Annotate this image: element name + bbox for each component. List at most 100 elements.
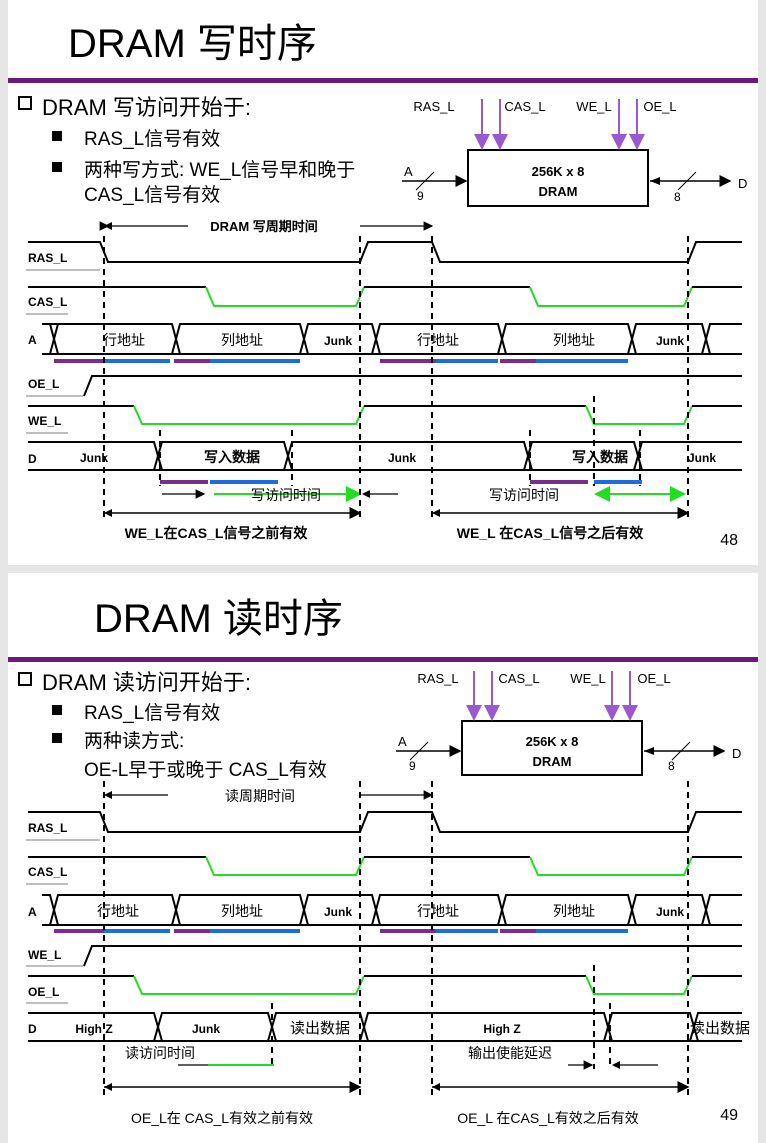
output-enable-delay-label: 输出使能延迟 [468,1045,552,1061]
dram-chip: 256K x 8 DRAM RAS_L CAS_L WE_L OE_L A 9 … [396,671,741,776]
cycle-label: 读周期时间 [225,788,295,804]
data-out-label: 读出数据 [690,1020,750,1037]
page-number: 49 [720,1107,738,1124]
bullet-main: DRAM 读访问开始于: [42,670,252,695]
title-rule [8,78,758,83]
addr-width: 9 [409,759,416,773]
ctrl-label-cas: CAS_L [504,99,545,114]
signal-label-a: A [28,333,37,347]
data-out-label: D [738,176,747,191]
junk-label: Junk [324,905,352,919]
data-width: 8 [668,759,675,773]
sub-bullet-2-cont: CAS_L信号有效 [84,185,221,206]
col-address-label: 列地址 [553,903,595,919]
write-slide: DRAM 写时序 DRAM 写访问开始于: RAS_L信号有效 两种写方式: W… [8,0,758,565]
junk-label: Junk [388,451,416,465]
cycle-label: DRAM 写周期时间 [210,219,318,234]
data-width: 8 [674,190,681,204]
left-caption: OE_L在 CAS_L有效之前有效 [131,1110,313,1126]
read-access-time-label: 读访问时间 [125,1045,195,1061]
write-access-time-label: 写访问时间 [489,487,559,503]
cas-waveform-d [529,286,693,307]
sub-bullet-1: RAS_L信号有效 [84,129,221,150]
data-bus [28,1012,742,1042]
data-bus [28,441,742,471]
signal-label-d: D [28,1022,37,1036]
row-address-label: 行地址 [417,332,459,348]
dram-chip: 256K x 8 DRAM RAS_L CAS_L WE_L OE_L A 9 … [402,99,747,207]
data-in-label: 写入数据 [572,449,628,465]
row-address-label: 行地址 [417,903,459,919]
address-bus [42,894,742,926]
page-title: DRAM 写时序 [68,22,317,66]
oe-waveform-b [133,975,365,995]
junk-label: Junk [324,334,352,348]
bullet-box-icon [18,672,32,686]
write-access-time-label: 写访问时间 [251,487,321,503]
cas-waveform-b [205,856,365,876]
sub-bullet-2-cont: OE-L早于或晚于 CAS_L有效 [84,760,327,781]
addr-in-label: A [398,734,407,749]
row-address-label: 行地址 [103,332,145,348]
col-address-label: 列地址 [553,332,595,348]
signal-label-a: A [28,905,37,919]
signal-label-d: D [28,452,37,466]
sub-bullet-2: 两种写方式: WE_L信号早和晚于 [84,160,356,181]
cas-waveform-d [529,856,693,876]
chip-name: 256K x 8 [526,734,579,749]
write-timing-diagram: 256K x 8 DRAM RAS_L CAS_L WE_L OE_L A 9 … [26,99,747,541]
row-address-label: 行地址 [97,903,139,919]
junk-label: Junk [656,905,684,919]
ras-waveform [28,811,742,833]
chip-type: DRAM [539,184,578,199]
oe-waveform-d [585,975,693,995]
addr-in-label: A [404,164,413,179]
signal-label-ras: RAS_L [28,821,67,835]
ctrl-label-oe: OE_L [643,99,676,114]
chip-type: DRAM [533,754,572,769]
ctrl-label-oe: OE_L [637,671,670,686]
junk-label: Junk [192,1022,220,1036]
ctrl-label-ras: RAS_L [417,671,458,686]
square-bullet-icon [52,733,62,743]
right-caption: OE_L 在CAS_L有效之后有效 [457,1110,639,1126]
data-in-label: 写入数据 [204,449,260,465]
high-z-label: High Z [75,1022,112,1036]
sub-bullet-2: 两种读方式: [84,731,185,752]
sub-bullet-1: RAS_L信号有效 [84,703,221,724]
signal-label-we: WE_L [28,948,61,962]
bullet-main: DRAM 写访问开始于: [42,95,252,120]
chip-name: 256K x 8 [532,164,585,179]
ctrl-label-we: WE_L [570,671,605,686]
col-address-label: 列地址 [221,332,263,348]
we-waveform [83,945,742,967]
high-z-label: High Z [483,1022,520,1036]
data-out-label: 读出数据 [290,1020,350,1037]
cas-waveform-b [205,286,365,307]
ctrl-label-ras: RAS_L [413,99,454,114]
title-rule [8,657,758,662]
right-caption: WE_L 在CAS_L信号之后有效 [457,525,644,541]
page-title: DRAM 读时序 [94,597,343,641]
left-caption: WE_L在CAS_L信号之前有效 [125,525,309,541]
signal-label-cas: CAS_L [28,295,67,309]
bullet-box-icon [18,96,32,110]
signal-label-oe: OE_L [28,985,59,999]
read-timing-diagram: 256K x 8 DRAM RAS_L CAS_L WE_L OE_L A 9 … [26,671,750,1126]
we-waveform-d [585,405,693,425]
junk-label: Junk [80,451,108,465]
junk-label: Junk [688,451,716,465]
signal-label-cas: CAS_L [28,865,67,879]
signal-label-ras: RAS_L [28,251,67,265]
cycle-time-annotation: 读周期时间 [104,788,434,804]
ctrl-label-we: WE_L [576,99,611,114]
ctrl-label-cas: CAS_L [498,671,539,686]
page-number: 48 [720,532,738,549]
col-address-label: 列地址 [221,903,263,919]
signal-label-we: WE_L [28,414,61,428]
data-out-label: D [732,746,741,761]
cycle-time-annotation: DRAM 写周期时间 [99,219,434,234]
addr-width: 9 [417,189,424,203]
square-bullet-icon [52,162,62,172]
address-bus [42,323,742,355]
